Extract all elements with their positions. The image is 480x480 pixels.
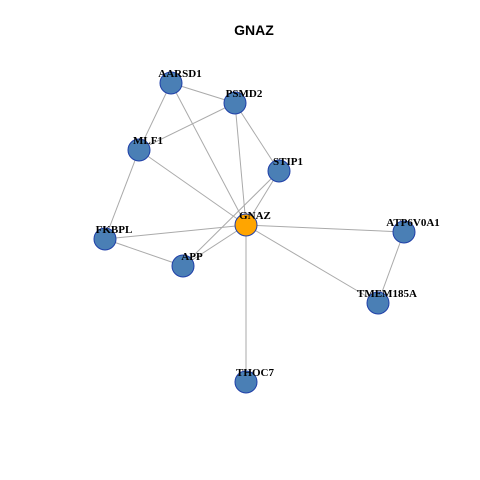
edge-fkbpl-app	[104, 238, 184, 267]
edge-mlf1-fkbpl	[104, 149, 140, 240]
node-app	[171, 254, 195, 278]
node-atp6v0a1	[392, 220, 416, 244]
node-label-thoc7: THOC7	[236, 367, 274, 379]
node-label-app: APP	[181, 251, 203, 263]
edge-gnaz-app	[182, 224, 247, 267]
edge-app-stip1	[182, 170, 280, 267]
edge-gnaz-atp6v0a1	[245, 224, 405, 233]
node-tmem185a	[366, 291, 390, 315]
node-label-tmem185a: TMEM185A	[357, 288, 417, 300]
node-thoc7	[234, 370, 258, 394]
edge-psmd2-mlf1	[138, 102, 236, 151]
node-psmd2	[223, 91, 247, 115]
node-aarsd1	[159, 71, 183, 95]
diagram-title: GNAZ	[234, 22, 274, 38]
node-label-aarsd1: AARSD1	[158, 68, 201, 80]
node-label-psmd2: PSMD2	[226, 88, 263, 100]
node-fkbpl	[93, 227, 117, 251]
edges-layer	[104, 82, 405, 382]
node-label-gnaz: GNAZ	[239, 210, 271, 222]
nodes-layer	[93, 71, 416, 394]
node-mlf1	[127, 138, 151, 162]
node-stip1	[267, 159, 291, 183]
node-label-stip1: STIP1	[273, 156, 303, 168]
edge-atp6v0a1-tmem185a	[377, 231, 405, 304]
edge-psmd2-stip1	[234, 102, 280, 172]
edge-gnaz-psmd2	[234, 102, 247, 226]
edge-gnaz-aarsd1	[170, 82, 247, 226]
node-gnaz	[234, 213, 258, 237]
node-label-atp6v0a1: ATP6V0A1	[386, 217, 440, 229]
edge-aarsd1-mlf1	[138, 82, 172, 151]
node-label-mlf1: MLF1	[133, 135, 163, 147]
edge-gnaz-mlf1	[138, 149, 247, 226]
edge-gnaz-tmem185a	[245, 224, 379, 304]
node-label-fkbpl: FKBPL	[96, 224, 133, 236]
